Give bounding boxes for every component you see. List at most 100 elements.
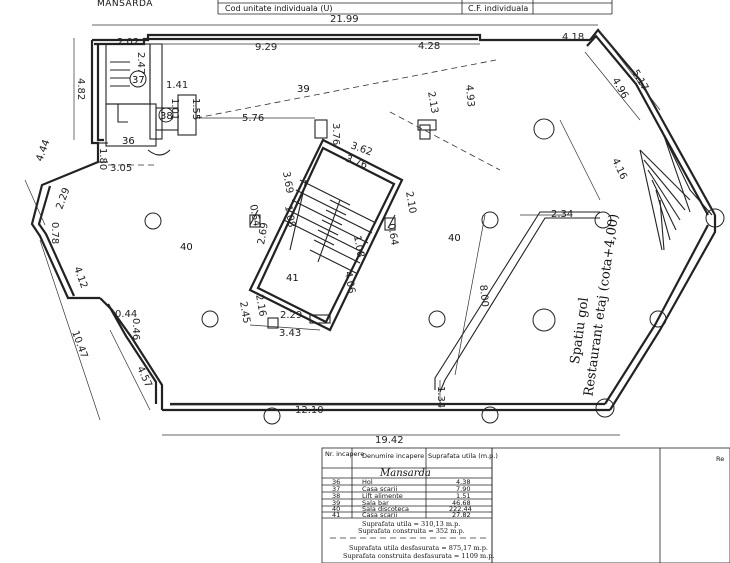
header-strip: MANSARDA Cod unitate individuala (U) C.F… bbox=[97, 0, 613, 15]
room-number-40-left: 40 bbox=[180, 242, 193, 253]
legend-row-nr: 39 bbox=[332, 499, 340, 507]
column bbox=[201, 310, 219, 328]
dim-label: 1.55 bbox=[190, 98, 201, 120]
room-number-37: 37 bbox=[132, 75, 145, 86]
dim-label: 12.10 bbox=[295, 405, 324, 416]
legend-row-nr: 38 bbox=[332, 492, 340, 500]
dim-label: 8.00 bbox=[477, 284, 490, 307]
legend-row-area: 27.82 bbox=[452, 511, 471, 519]
dim-label: 4.06 bbox=[342, 271, 357, 295]
dim-label: 4.12 bbox=[71, 265, 89, 290]
legend-row-area: 222.44 bbox=[449, 505, 472, 513]
legend-row-name: Lift alimente bbox=[362, 492, 403, 500]
room-number-40-right: 40 bbox=[448, 233, 461, 244]
dim-label: 2.13 bbox=[425, 91, 440, 115]
dim-label: 2.34 bbox=[551, 209, 573, 220]
legend-section-title: Mansarda bbox=[379, 468, 431, 479]
dim-label: 2.02 bbox=[117, 37, 139, 48]
dim-label: 1.34 bbox=[435, 386, 446, 408]
dim-label: 1.41 bbox=[166, 80, 188, 91]
legend-sum-util-total: Suprafata utila desfasurata = 875,17 m.p… bbox=[349, 544, 488, 552]
void-area bbox=[434, 127, 713, 393]
column bbox=[144, 212, 162, 230]
column bbox=[649, 310, 667, 328]
columns bbox=[144, 118, 725, 425]
legend-col-nr: Nr. incapere bbox=[325, 450, 364, 458]
column bbox=[705, 208, 725, 228]
legend-row-name: Casa scarii bbox=[362, 511, 397, 519]
dim-top-total: 21.99 bbox=[330, 14, 359, 25]
dim-label: 9.29 bbox=[255, 42, 277, 53]
dim-label: 3.05 bbox=[110, 163, 132, 174]
dim-label: 4.82 bbox=[75, 78, 86, 100]
column bbox=[263, 407, 281, 425]
room-number-36: 36 bbox=[122, 136, 135, 147]
void-label: Spatiu gol Restaurant etaj (cota+4,00) bbox=[568, 213, 622, 397]
legend-row-name: Casa scarii bbox=[362, 485, 397, 493]
dim-label: 1.80 bbox=[97, 148, 108, 170]
outer-walls bbox=[30, 28, 717, 412]
legend-col-name: Denumire incapere bbox=[362, 452, 424, 460]
dim-label: 4.96 bbox=[609, 76, 630, 101]
dim-label: 10.47 bbox=[69, 329, 89, 360]
legend-row-nr: 40 bbox=[332, 505, 340, 513]
dim-label: 5.76 bbox=[242, 113, 264, 124]
dim-label: 4.18 bbox=[562, 32, 584, 43]
legend-row-area: 46.68 bbox=[452, 499, 471, 507]
room-number-41: 41 bbox=[286, 273, 299, 284]
dimension-lines bbox=[24, 24, 661, 436]
dim-label: 0.78 bbox=[49, 222, 60, 244]
dim-label: 3.76 bbox=[330, 123, 341, 145]
dim-label: 0.64 bbox=[247, 204, 262, 228]
dim-label: 2.29 bbox=[280, 310, 302, 321]
dim-label: 0.64 bbox=[385, 223, 400, 247]
column bbox=[595, 398, 615, 418]
legend-col-area: Suprafata utila (m.p.) bbox=[428, 452, 498, 460]
column bbox=[481, 406, 499, 424]
column bbox=[481, 211, 499, 229]
room-number-38: 38 bbox=[160, 111, 173, 122]
legend-row-area: 7.90 bbox=[456, 485, 470, 493]
dim-label: 4.16 bbox=[609, 157, 628, 182]
sheet-title: MANSARDA bbox=[97, 0, 153, 9]
dim-label: 2.10 bbox=[403, 191, 418, 215]
column bbox=[532, 308, 556, 332]
dim-label: 3.69 bbox=[280, 171, 295, 195]
service-rooms bbox=[98, 43, 197, 163]
column bbox=[428, 310, 446, 328]
inner-stubs bbox=[314, 119, 437, 140]
dim-label: 1.08 bbox=[282, 205, 297, 229]
stair-core bbox=[248, 138, 404, 332]
right-block-label: Re bbox=[716, 455, 724, 463]
legend-row-nr: 41 bbox=[332, 511, 340, 519]
legend-row-name: Sala discoteca bbox=[362, 505, 409, 513]
legend-table: Nr. incapere Denumire incapere Suprafata… bbox=[321, 447, 730, 563]
dim-label: 4.93 bbox=[463, 84, 476, 107]
dim-label: 0.46 bbox=[130, 318, 141, 340]
dim-label: 3.43 bbox=[279, 328, 301, 339]
legend-row-name: Sala bar bbox=[362, 499, 389, 507]
dim-label: 1.01 bbox=[169, 98, 180, 120]
column bbox=[594, 211, 612, 229]
dim-label: 4.28 bbox=[418, 41, 440, 52]
dim-label: 2.29 bbox=[54, 186, 72, 211]
dim-label: 2.47 bbox=[135, 52, 146, 74]
legend-row-area: 4.38 bbox=[456, 478, 470, 486]
room-labels: 37 38 36 39 40 40 41 bbox=[122, 70, 461, 284]
dim-label: 0.44 bbox=[115, 309, 137, 320]
legend-row-name: Hol bbox=[362, 478, 373, 486]
room-number-39: 39 bbox=[297, 84, 310, 95]
dim-label: 2.69 bbox=[256, 222, 271, 246]
dim-label: 1.08 bbox=[351, 235, 366, 259]
header-cf-label: C.F. individuala bbox=[468, 4, 528, 13]
legend-row-nr: 37 bbox=[332, 485, 340, 493]
legend-row-area: 1.51 bbox=[456, 492, 470, 500]
legend-sum-constr-total: Suprafata construita desfasurata = 1109 … bbox=[343, 552, 495, 560]
legend-row-nr: 36 bbox=[332, 478, 340, 486]
legend-sum-util: Suprafata utila = 310,13 m.p. bbox=[362, 520, 460, 528]
dim-bottom-total: 19.42 bbox=[375, 435, 404, 446]
dim-label: 4.44 bbox=[34, 138, 52, 163]
legend-sum-constr: Suprafata construita = 352 m.p. bbox=[358, 527, 465, 535]
dim-label: 2.16 bbox=[253, 294, 268, 318]
